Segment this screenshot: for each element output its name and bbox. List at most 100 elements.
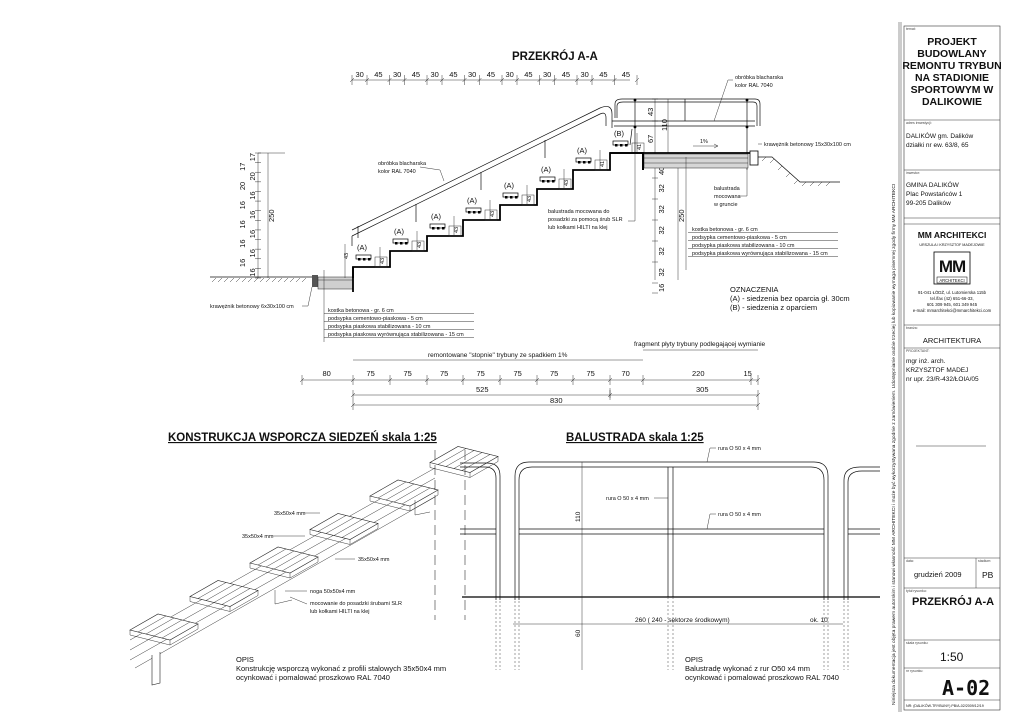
top-dim-label: 30: [431, 70, 439, 79]
bottom-dim-label: 75: [440, 369, 448, 378]
investor-label: inwestor:: [906, 171, 920, 175]
seat-plank-group: [429, 446, 499, 473]
investor-line-3: 99-205 Dalików: [906, 200, 951, 207]
isometric-seat-frame: [129, 446, 499, 686]
balustrade-desc-1: Balustradę wykonać z rur O50 x4 mm: [685, 664, 810, 673]
reference-number: NR: (DALIKÓW-TRYBUNY) PB/A-02/2009/12/19: [906, 703, 984, 708]
drawing-title-label: tytuł rysunku:: [906, 589, 927, 593]
note-flashing-left-1: obróbka blacharska: [378, 161, 427, 167]
note-balustrade-mount-2: posadzki za pomocą śrub SLR: [548, 217, 623, 223]
left-dim-label: 17: [238, 163, 247, 171]
seating-desc-1: Konstrukcję wsporczą wykonać z profili s…: [236, 664, 446, 673]
top-dim-label: 30: [393, 70, 401, 79]
top-dim-label: 45: [524, 70, 532, 79]
right-dim-lower-label: 40: [657, 167, 666, 175]
section-title: PRZEKRÓJ A-A: [512, 50, 598, 63]
profile-label-2: 35x50x4 mm: [242, 534, 274, 540]
title-block: Niniejsza dokumentacja jest objęta prawe…: [891, 22, 1002, 712]
profile-label-1: 35x50x4 mm: [274, 511, 306, 517]
curb-right: [749, 150, 759, 166]
stage: PB: [982, 570, 994, 580]
layer-label: podsypka piaskowa stabilizowana - 10 cm: [692, 243, 795, 249]
section-notes: obróbka blacharska kolor RAL 7040 obróbk…: [210, 75, 851, 342]
curb-left: [312, 275, 318, 287]
left-dim-label: 16: [248, 191, 257, 199]
top-dim-label: 45: [412, 70, 420, 79]
pipe-label-post: rura O 50 x 4 mm: [606, 496, 649, 502]
bottom-dim-label: 75: [587, 369, 595, 378]
drawing-number: A-02: [942, 676, 990, 700]
contact-line: e-mail: mmarchitekci@mmarchitekci.com: [913, 308, 992, 313]
seat-height-dim: 43: [417, 242, 423, 248]
right-dim-lower-label: 32: [657, 184, 666, 192]
layer-label: podsypka cementowo-piaskowa - 5 cm: [328, 316, 423, 322]
bottom-dim-label: 75: [477, 369, 485, 378]
copyright-disclaimer: Niniejsza dokumentacja jest objęta prawe…: [891, 184, 897, 705]
topic-line: SPORTOWYM W: [911, 84, 994, 96]
top-dim-label: 45: [622, 70, 630, 79]
seat-plank-group: [189, 580, 259, 607]
number-label: nr rysunku:: [906, 669, 923, 673]
bottom-dim-label: 220: [692, 369, 705, 378]
balustrade-desc-2: ocynkować i pomalować proszkowo RAL 7040: [685, 673, 839, 682]
right-dim-upper-label: 43: [646, 108, 655, 116]
seat-height-dim: 43: [527, 196, 533, 202]
note-balustrade-mount-1: balustrada mocowana do: [548, 209, 609, 215]
seat-leg: [274, 590, 293, 605]
designer-label: PROJEKTANT:: [906, 349, 930, 353]
seat-height-dim: 43: [564, 180, 570, 186]
bottom-dim-label: 75: [367, 369, 375, 378]
logo-text: MM: [939, 257, 966, 276]
address-label: adres inwestycji:: [906, 121, 932, 125]
contact-line: 91-041 ŁÓDŹ, ul. Lutomierska 115b: [918, 290, 987, 295]
designer-line-3: nr upr. 23/R-432/ŁOIA/05: [906, 376, 979, 383]
dim-305: 305: [696, 385, 709, 394]
slope-label: 1%: [700, 139, 708, 145]
project-topic: PROJEKT BUDOWLANY REMONTU TRYBUN NA STAD…: [902, 36, 1001, 108]
bottom-dim-label: 75: [404, 369, 412, 378]
bottom-dim-label: 75: [550, 369, 558, 378]
top-dim-label: 30: [468, 70, 476, 79]
seat-label: (A): [541, 165, 552, 174]
seat-height-dim: 41: [637, 144, 643, 150]
firm-name: MM ARCHITEKCI: [918, 230, 987, 240]
topic-line: BUDOWLANY: [917, 48, 986, 60]
address-line-1: DALIKÓW gm. Dalików: [906, 131, 973, 140]
seat-label: (A): [504, 181, 515, 190]
seat-label: (A): [467, 196, 478, 205]
investor-line-2: Plac Powstańców 1: [906, 191, 963, 198]
seat-plank-group: [129, 613, 199, 641]
dim-830: 830: [550, 396, 563, 405]
mount-note-1: mocowanie do posadzki śrubami SLR: [310, 601, 402, 607]
right-dim-lower-label: 32: [657, 268, 666, 276]
seat-label: (A): [431, 212, 442, 221]
bottom-dim-label: 15: [744, 369, 752, 378]
bottom-dimensions: remontowane "stopnie" trybuny ze spadkie…: [299, 341, 766, 410]
address-line-2: działki nr ew. 63/8, 65: [906, 142, 969, 149]
right-total-lower-dim: 250: [677, 209, 686, 222]
top-dim-label: 45: [487, 70, 495, 79]
right-dim-lower-label: 16: [657, 284, 666, 292]
drawing-title: PRZEKRÓJ A-A: [912, 595, 994, 608]
note-flashing-right-2: kolor RAL 7040: [735, 83, 773, 89]
pipe-label-top: rura O 50 x 4 mm: [718, 446, 761, 452]
seat-plank-group: [369, 479, 439, 507]
designer-line-1: mgr inż. arch.: [906, 358, 946, 365]
handrail: [351, 98, 761, 246]
left-dim-label: 16: [238, 259, 247, 267]
seating-title: KONSTRUKCJA WSPORCZA SIEDZEŃ skala 1:25: [168, 431, 437, 444]
left-dim-label: 16: [238, 220, 247, 228]
stage-label: stadium:: [978, 559, 991, 563]
left-dim-label: 16: [248, 211, 257, 219]
label-renovated: remontowane "stopnie" trybuny ze spadkie…: [428, 352, 568, 359]
left-dim-label: 20: [248, 172, 257, 180]
profile-label-3: 35x50x4 mm: [358, 557, 390, 563]
date-label: data:: [906, 559, 914, 563]
legend-title: OZNACZENIA: [730, 285, 778, 294]
top-dim-label: 30: [543, 70, 551, 79]
seat-label: (A): [357, 243, 368, 252]
